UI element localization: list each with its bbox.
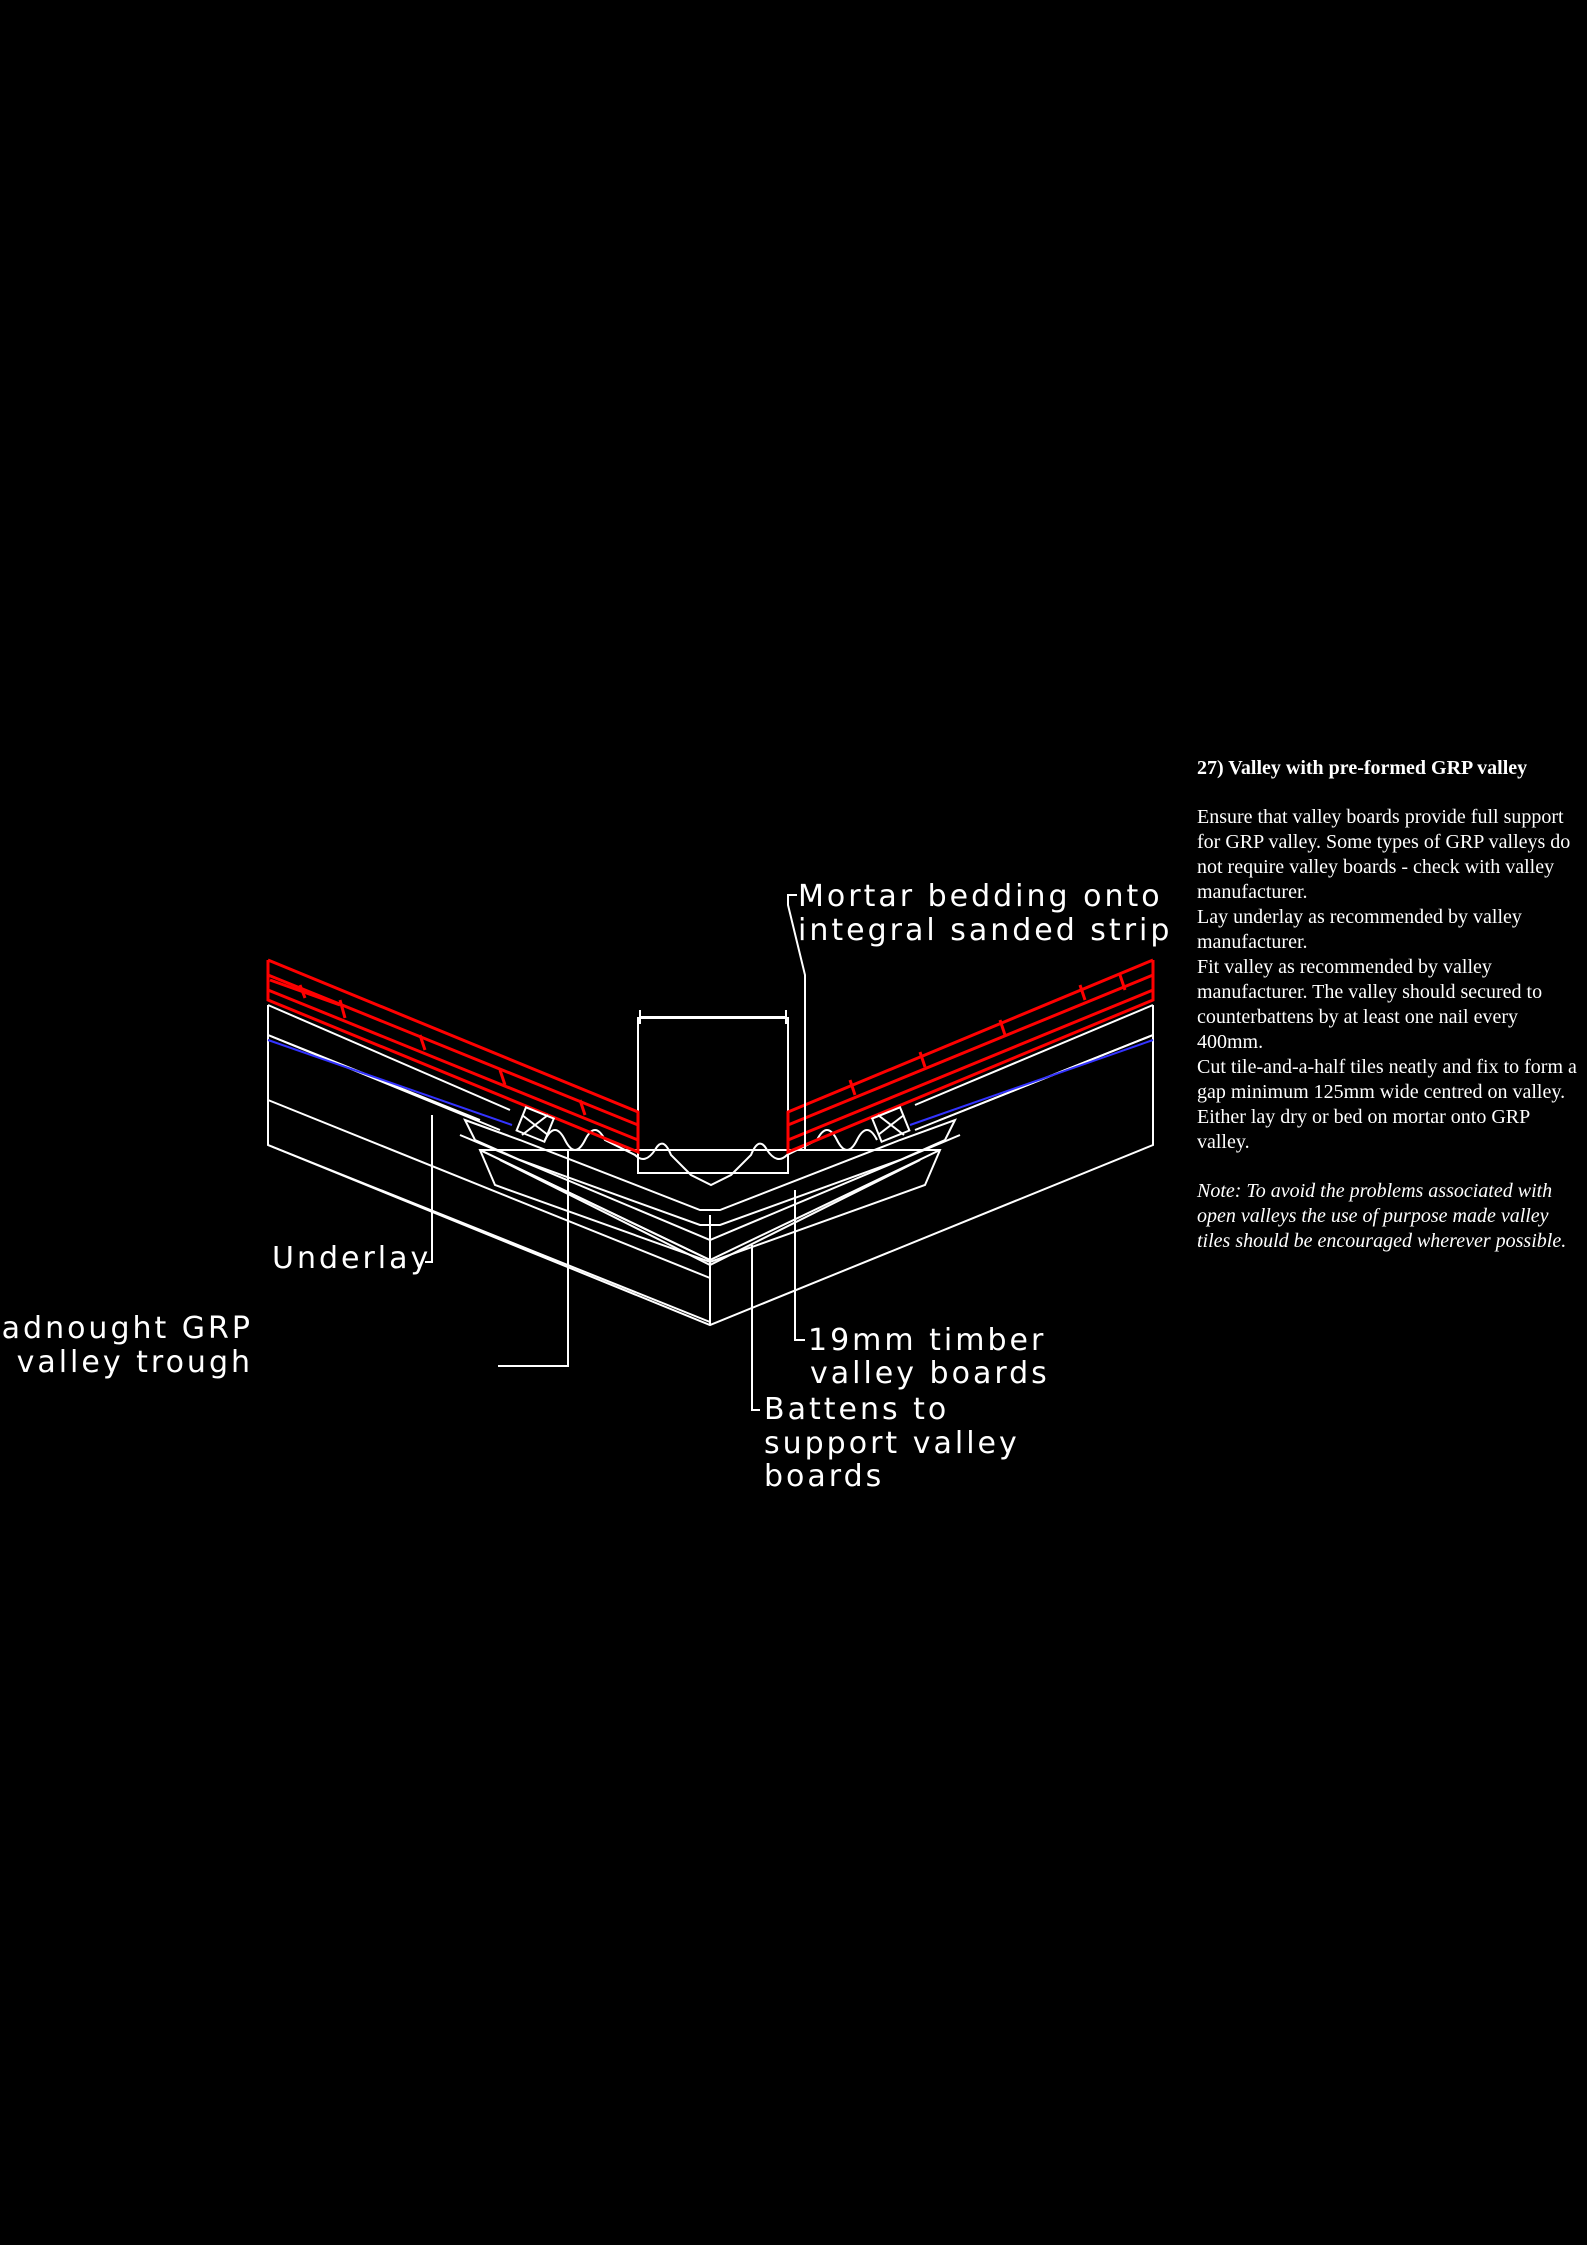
label-timber-line1: 19mm timber [808,1323,1046,1358]
right-tiles [786,958,1155,1155]
notes-paragraph: Ensure that valley boards provide full s… [1197,806,1571,903]
notes-paragraph: Either lay dry or bed on mortar onto GRP… [1197,1106,1530,1153]
label-battens-line2: support valley [764,1426,1020,1461]
label-mortar-line2: integral sanded strip [798,913,1172,948]
label-timber-line2: valley boards [810,1356,1050,1391]
left-tiles [266,958,640,1155]
notes-paragraph: Lay underlay as recommended by valley ma… [1197,906,1522,953]
label-underlay: Underlay [272,1241,431,1276]
underlay-lines [267,1039,1154,1126]
label-trough-line1: Dreadnought GRP [0,1311,253,1346]
label-trough-line2: valley trough [17,1345,253,1380]
notes-paragraph: Fit valley as recommended by valley manu… [1197,956,1543,1053]
leader-lines [425,894,806,1411]
label-mortar-line1: Mortar bedding onto [798,879,1163,914]
specification-notes: 27) Valley with pre-formed GRP valley En… [1197,756,1582,1254]
label-battens-line1: Battens to [764,1392,949,1427]
counterbattens [515,1106,911,1144]
label-battens-line3: boards [764,1459,884,1494]
notes-note: Note: To avoid the problems associated w… [1197,1180,1567,1252]
notes-title: 27) Valley with pre-formed GRP valley [1197,757,1528,779]
notes-paragraph: Cut tile-and-a-half tiles neatly and fix… [1197,1056,1577,1103]
